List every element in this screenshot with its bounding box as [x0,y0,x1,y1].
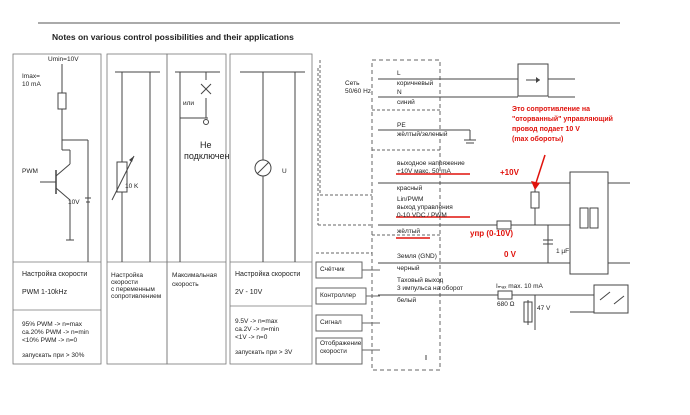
panel4-start: запускать при > 3V [235,349,293,356]
panel4-frame [229,53,313,365]
terminal-tacho-1: Таховый выход [397,277,444,284]
label-47v: 47 V [537,305,551,312]
box-display: Отображение скорости [320,340,362,355]
mains-label-1: Сеть [345,80,360,87]
terminal-linpwm-2: выход управления [397,204,453,211]
terminal-pe: PE [397,122,406,129]
annotation-arrow [534,154,546,187]
drive-module [569,171,609,275]
panel1-imax-1: Imax= [22,73,40,80]
terminal-out-voltage-1: выходное напряжение [397,160,465,167]
panel1-frame [12,53,102,365]
panel1-title: Настройка скорости [22,271,88,278]
annotation-control: упр (0-10V) [470,229,514,238]
panel3-title-1: Максимальная [172,272,217,279]
terminal-n: N [397,89,402,96]
panel4-note-3: <1V -> n=0 [235,334,268,341]
panel1-imax-2: 10 mA [22,81,41,88]
annotation-note-1: Это сопротивление на [512,106,590,113]
label-r680: 680 Ω [497,301,515,308]
panel4-note-1: 9.5V -> n=max [235,318,278,325]
panel4-note-2: ca.2V -> n=min [235,326,280,333]
annotation-plus10v: +10V [500,168,519,177]
box-controller: Контроллер [320,292,356,299]
panel3-or: или [183,100,195,107]
pullup-resistor [530,191,540,209]
box-signal: Сигнал [320,319,342,326]
annotation-note-4: (max обороты) [512,136,564,143]
panel1-pwm-label: PWM [22,168,38,175]
annotation-note-2: "оторванный" управляющий [512,116,613,123]
panel2-title-4: сопротивлением [111,293,162,300]
series-resistor [496,220,512,230]
panel3-frame [166,53,227,365]
panel1-start: запускать при > 30% [22,352,85,359]
panel2-title-2: скорости [111,279,138,286]
terminal-yellow-wire: жёлтый [397,228,421,235]
panel1-10v: 10V [68,199,80,206]
panel1-freq: PWM 1-10kHz [22,289,68,296]
terminal-l-color: коричневый [397,80,434,87]
panel1-note-1: 95% PWM -> n=max [22,321,82,328]
panel1-umin: Umin=10V [48,56,79,63]
optocoupler [593,284,629,314]
terminal-n-color: синий [397,99,415,106]
panel1-resistor [57,92,67,110]
panel1-note-3: <10% PWM -> n=0 [22,337,78,344]
potentiometer [116,161,128,193]
terminal-linpwm-1: Lin/PWM [397,196,424,203]
panel3-title-2: скорость [172,281,199,288]
terminal-linpwm-3: 0-10 VDC / PWM [397,212,447,219]
resistor-680 [497,290,513,300]
page-title: Notes on various control possibilities a… [52,32,294,42]
terminal-l: L [397,70,401,77]
panel2-title-3: с переменным [111,286,155,293]
panel4-u: U [282,168,287,175]
terminal-gnd: Земля (GND) [397,253,437,260]
label-ilim: Iₘₐₓ max. 10 mA [496,283,543,290]
label-cap: 1 µF [556,248,570,255]
box-counter: Счётчик [320,266,345,273]
panel1-note-2: ca.20% PWM -> n=min [22,329,89,336]
panel4-title: Настройка скорости [235,271,301,278]
mains-label-2: 50/60 Hz [345,88,372,95]
panel2-resistor: 10 K [125,183,139,190]
terminal-pe-color: жёлтый/зеленый [397,131,448,138]
panel3-not-connected-2: подключен [184,151,230,161]
panel2-title-1: Настройка [111,272,143,279]
panel2-frame [106,53,168,365]
terminal-black-wire: черный [397,265,420,272]
panel4-range: 2V - 10V [235,289,263,296]
terminal-tacho-2: 3 импульса на оборот [397,285,464,292]
terminal-white-wire: белый [397,297,417,304]
panel3-not-connected-1: Не [200,140,212,150]
terminal-out-voltage-2: +10V макс. 50 mA [397,168,451,175]
annotation-note-3: провод подает 10 V [512,126,580,133]
box-display-frame [315,337,363,365]
annotation-zero-volt: 0 V [504,250,517,259]
terminal-red-wire: красный [397,185,423,192]
